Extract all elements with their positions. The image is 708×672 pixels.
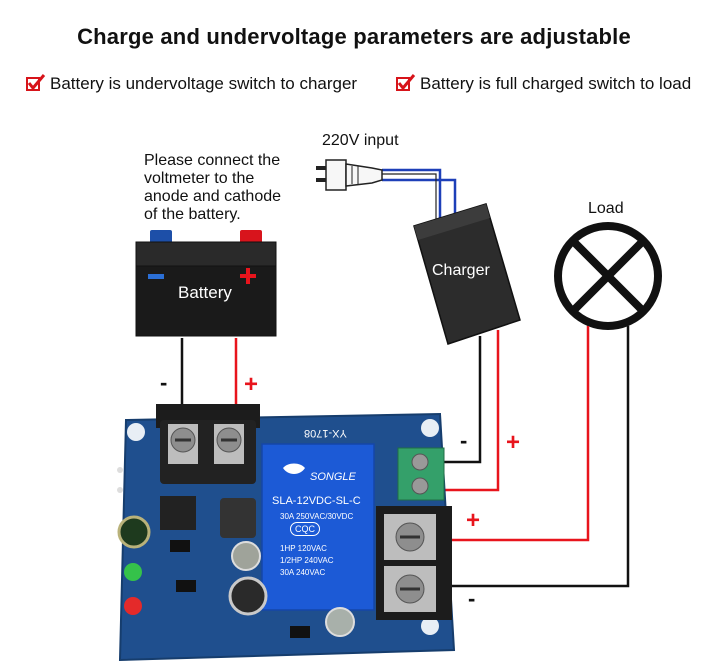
load-positive-wire: [450, 326, 590, 542]
voltage-regulator: [160, 496, 196, 530]
battery-plus-label: +: [244, 371, 259, 398]
note-line: Please connect the: [144, 152, 281, 169]
board-components: [117, 467, 355, 638]
capacitor: [231, 541, 261, 571]
load-negative-wire: [450, 326, 630, 588]
note-line: voltmeter to the: [144, 170, 255, 187]
load-plus-label: +: [466, 507, 481, 534]
feature-full-charged: Battery is full charged switch to load: [396, 74, 691, 94]
note-line: anode and cathode: [144, 188, 282, 205]
capacitor: [228, 576, 268, 616]
inductor: [220, 498, 256, 538]
capacitor: [325, 607, 355, 637]
ac-input-wires: [382, 168, 457, 232]
feature-label: Battery is full charged switch to load: [420, 74, 692, 93]
red-led-icon: [124, 597, 142, 615]
relay-spec-line: 1/2HP 240VAC: [280, 556, 334, 565]
lamp-icon: [554, 222, 662, 330]
relay-spec-line: 30A 250VAC/30VDC: [280, 512, 354, 521]
capacitor: [117, 515, 151, 549]
plug-icon: [316, 159, 383, 191]
battery-minus-mark: [148, 274, 164, 279]
input-label: 220V input: [322, 132, 399, 149]
battery: [135, 230, 277, 337]
charger-minus-label: -: [460, 428, 468, 453]
load-terminal-block: [376, 506, 452, 620]
board-model-label: YX-1708: [304, 427, 347, 439]
battery-minus-label: -: [160, 370, 168, 395]
charger-terminal: [397, 447, 445, 501]
battery-label: Battery: [178, 283, 232, 302]
charger-positive-wire: [440, 330, 500, 492]
note-line: of the battery.: [144, 206, 241, 223]
charger-negative-wire: [440, 336, 482, 464]
page-title: Charge and undervoltage parameters are a…: [77, 24, 631, 49]
relay-spec-line: 30A 240VAC: [280, 568, 326, 577]
voltmeter-note: Please connect the voltmeter to the anod…: [144, 152, 314, 224]
battery-terminal-block: [156, 404, 260, 484]
feature-undervoltage: Battery is undervoltage switch to charge…: [26, 74, 357, 94]
relay-cert-label: CQC: [290, 522, 320, 536]
green-led-icon: [124, 563, 142, 581]
relay-spec-line: 1HP 120VAC: [280, 544, 327, 553]
charger-label: Charger: [432, 262, 490, 279]
charger-plus-label: +: [506, 429, 521, 456]
relay-model-label: SLA-12VDC-SL-C: [272, 495, 361, 507]
relay-brand-label: SONGLE: [310, 471, 356, 483]
load-minus-label: -: [468, 586, 476, 611]
checkbox-check-icon: [396, 74, 416, 91]
checkbox-check-icon: [26, 74, 46, 91]
load-label: Load: [588, 200, 624, 217]
charger: [413, 203, 521, 345]
feature-label: Battery is undervoltage switch to charge…: [50, 74, 358, 93]
